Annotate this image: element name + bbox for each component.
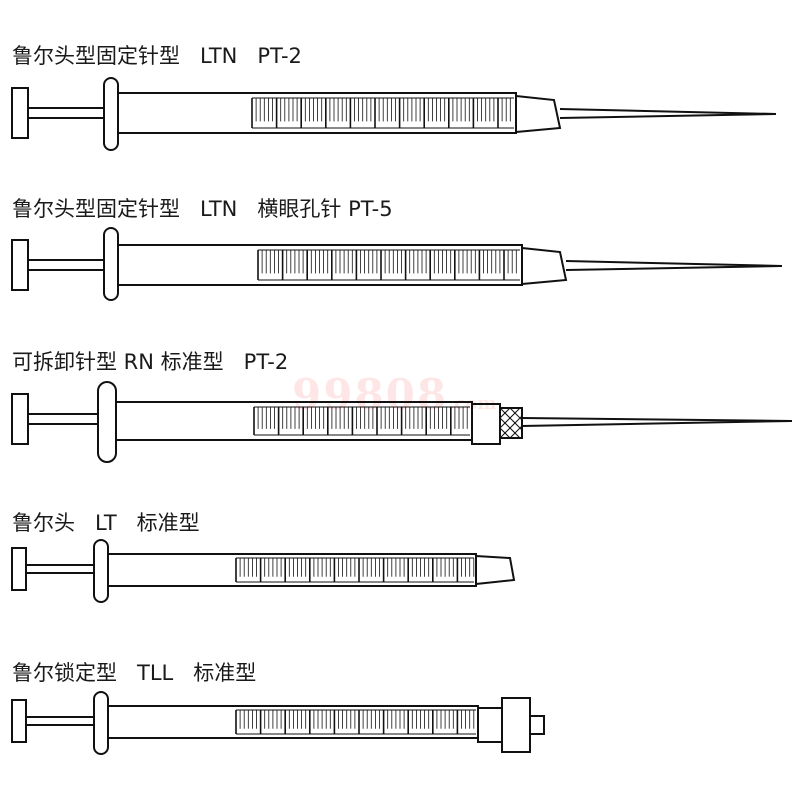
needle-hub	[521, 246, 568, 286]
plunger-thumb	[11, 239, 29, 291]
knurl-pattern	[499, 407, 523, 439]
barrel	[115, 401, 473, 441]
syringe-tll	[11, 691, 545, 755]
graduation-scale	[235, 709, 476, 735]
finger-flange	[97, 381, 117, 463]
label-ltn-pt2: 鲁尔头型固定针型 LTN PT-2	[12, 44, 302, 68]
luer-lock-hub	[501, 697, 531, 753]
needle	[559, 108, 777, 115]
finger-flange	[93, 539, 109, 603]
needle	[521, 417, 793, 422]
syringe-ltn-pt5	[11, 227, 783, 301]
plunger-thumb	[11, 393, 29, 445]
graduation-scale	[251, 97, 514, 129]
graduation-scale	[257, 249, 520, 281]
needle-nut	[471, 403, 501, 445]
syringe-rn-pt2	[11, 381, 793, 463]
knurled-hub	[499, 407, 523, 439]
syringe-ltn-pt2	[11, 77, 777, 151]
plunger-thumb	[11, 547, 27, 591]
plunger-thumb	[11, 87, 29, 139]
plunger-thumb	[11, 699, 27, 743]
luer-tip	[475, 554, 516, 586]
finger-flange	[103, 227, 119, 301]
barrel	[117, 92, 517, 134]
needle-hub	[515, 94, 562, 134]
lock-collar	[477, 707, 503, 743]
syringe-lt	[11, 539, 516, 603]
finger-flange	[93, 691, 109, 755]
luer-lock-tip	[529, 715, 545, 735]
graduation-scale	[253, 406, 470, 436]
label-ltn-pt5: 鲁尔头型固定针型 LTN 横眼孔针 PT-5	[12, 197, 393, 221]
label-lt: 鲁尔头 LT 标准型	[12, 511, 200, 535]
label-rn-pt2: 可拆卸针型 RN 标准型 PT-2	[12, 350, 289, 374]
finger-flange	[103, 77, 119, 151]
label-tll: 鲁尔锁定型 TLL 标准型	[12, 661, 257, 685]
graduation-scale	[235, 557, 475, 583]
barrel	[117, 244, 523, 286]
needle	[565, 260, 783, 267]
